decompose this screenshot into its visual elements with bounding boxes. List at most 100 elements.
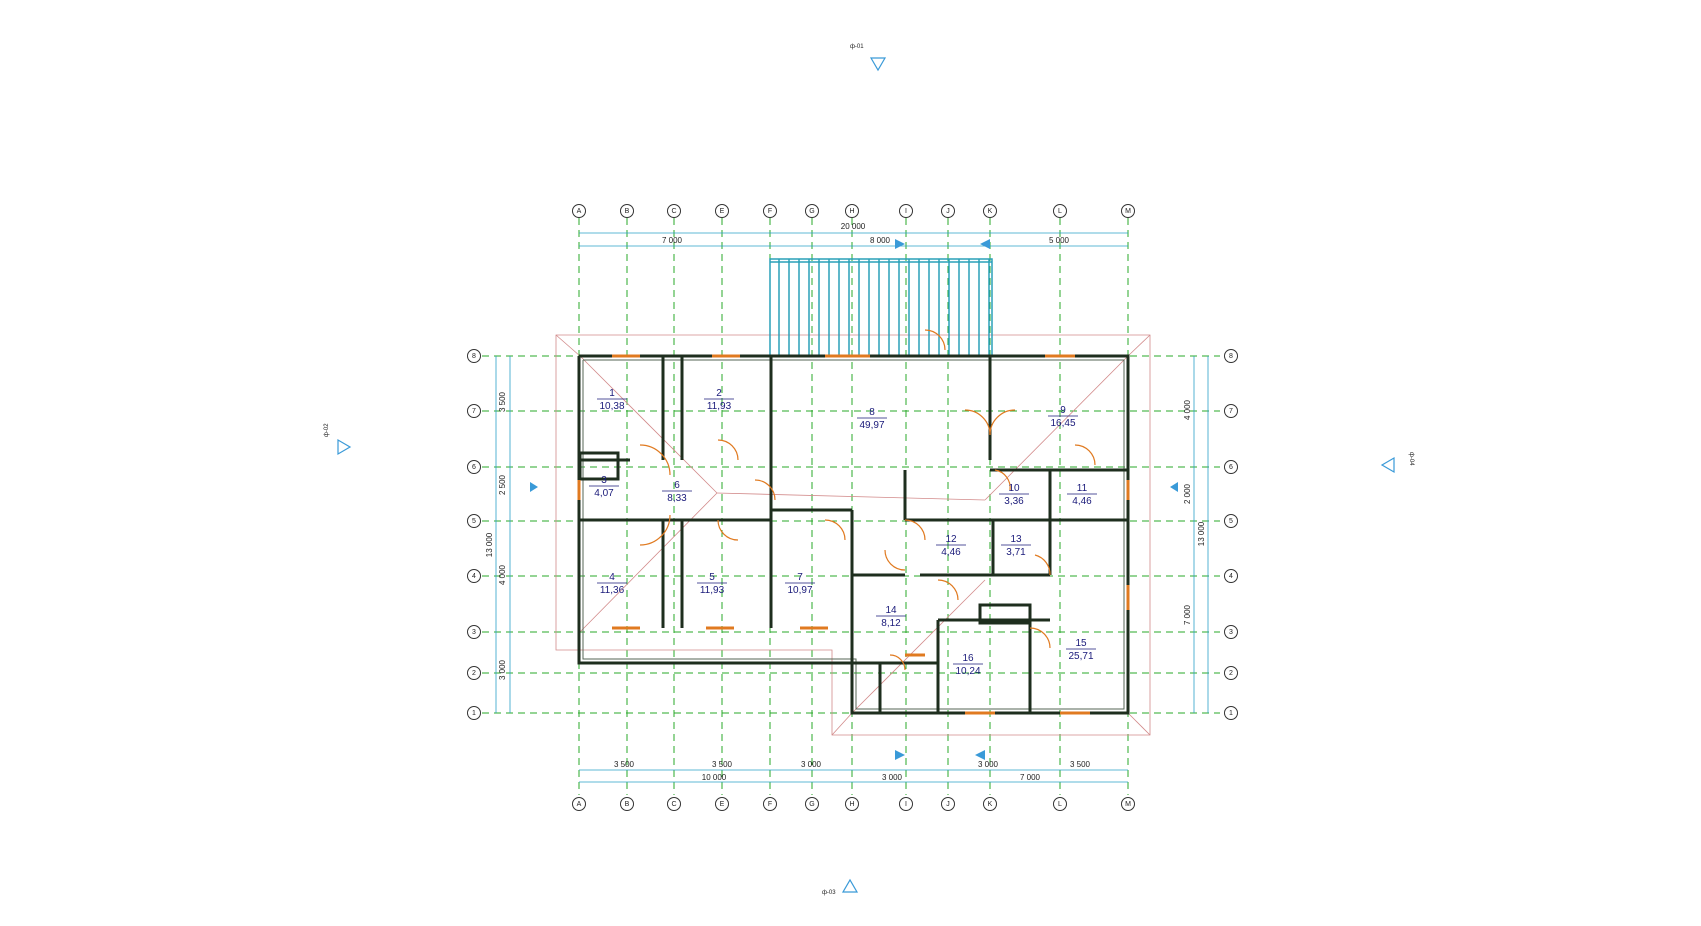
room-area: 3,71 [1006,547,1026,558]
axis-bubble-right-8: 8 [1224,349,1238,363]
room-number: 4 [609,572,615,583]
room-label-2: 211,93 [704,388,734,412]
axis-bubble-left-4: 4 [467,569,481,583]
room-label-11: 114,46 [1067,483,1097,507]
elevation-marker-top [869,57,887,72]
svg-text:6: 6 [1229,464,1233,471]
svg-text:C: C [671,208,676,215]
axis-bubble-bottom-B: B [620,797,634,811]
room-area: 10,97 [787,585,812,596]
room-label-1: 110,38 [597,388,627,412]
svg-text:3: 3 [1229,629,1233,636]
svg-text:G: G [809,801,814,808]
room-area: 10,24 [955,666,980,677]
axis-bubble-left-5: 5 [467,514,481,528]
axis-bubble-top-J: J [941,204,955,218]
svg-text:7: 7 [1229,408,1233,415]
svg-text:M: M [1125,208,1131,215]
section-markers: ф-01 ф-03 ф-02 ф-04 [324,44,1414,896]
room-number: 5 [709,572,715,583]
room-area: 25,71 [1068,651,1093,662]
dim-bottom-segment: 3 000 [801,760,822,769]
section-arrow-right [1170,482,1178,492]
axis-bubble-bottom-I: I [899,797,913,811]
dim-bottom-total: 10 000 [702,773,727,782]
dim-top-segment: 8 000 [870,236,891,245]
svg-text:A: A [577,208,582,215]
svg-text:ф-03: ф-03 [822,890,836,896]
room-label-10: 103,36 [999,483,1029,507]
axis-bubble-top-F: F [763,204,777,218]
dim-bottom-segment: 3 500 [1070,760,1091,769]
section-arrow-top2 [980,239,990,249]
dim-left-segment: 4 000 [498,564,507,585]
axis-bubble-left-1: 1 [467,706,481,720]
room-number: 1 [609,388,615,399]
svg-text:7: 7 [472,408,476,415]
svg-text:F: F [768,208,772,215]
elevation-marker-bottom [841,878,859,893]
svg-text:A: A [577,801,582,808]
axis-bubble-right-3: 3 [1224,625,1238,639]
elevation-marker-left [337,438,352,456]
room-area: 49,97 [859,420,884,431]
dim-bottom-total: 3 000 [882,773,903,782]
axis-bubble-top-G: G [805,204,819,218]
room-number: 11 [1077,483,1088,494]
room-label-4: 411,36 [597,572,627,596]
section-arrow-top [895,239,905,249]
svg-text:L: L [1058,801,1062,808]
svg-text:K: K [988,801,993,808]
svg-text:H: H [849,801,854,808]
axis-bubble-right-1: 1 [1224,706,1238,720]
axis-bubble-top-A: A [572,204,586,218]
axis-bubble-bottom-F: F [763,797,777,811]
room-area: 11,93 [707,401,732,412]
room-area: 10,38 [599,401,624,412]
svg-text:5: 5 [472,518,476,525]
room-label-14: 148,12 [876,605,906,629]
room-number: 2 [716,388,722,399]
axis-bubble-top-E: E [715,204,729,218]
room-label-8: 849,97 [857,407,887,431]
axis-bubble-left-8: 8 [467,349,481,363]
svg-text:ф-04: ф-04 [1408,452,1414,466]
svg-text:E: E [720,801,725,808]
svg-text:B: B [625,208,630,215]
room-number: 7 [797,572,803,583]
dim-top-segment: 7 000 [662,236,683,245]
room-number: 10 [1008,483,1020,494]
svg-text:1: 1 [1229,710,1233,717]
room-number: 14 [885,605,897,616]
svg-text:5: 5 [1229,518,1233,525]
axis-bubble-bottom-J: J [941,797,955,811]
room-number: 15 [1075,638,1087,649]
axis-bubble-bottom-M: M [1121,797,1135,811]
axis-bubble-bottom-A: A [572,797,586,811]
room-number: 6 [674,480,680,491]
room-label-15: 15 25,71 [1066,638,1096,662]
svg-text:M: M [1125,801,1131,808]
svg-text:J: J [946,208,950,215]
room-area: 8,12 [881,618,901,629]
room-area: 8,33 [667,493,687,504]
axis-bubble-bottom-L: L [1053,797,1067,811]
axis-bubble-left-7: 7 [467,404,481,418]
svg-text:6: 6 [472,464,476,471]
svg-text:3: 3 [472,629,476,636]
walls [577,354,1130,715]
svg-text:G: G [809,208,814,215]
room-number: 9 [1060,405,1066,416]
svg-text:ф-01: ф-01 [850,44,864,50]
windows-and-doors [577,329,1130,715]
svg-text:I: I [905,801,907,808]
room-label-3: 34,07 [589,475,619,499]
room-area: 4,46 [941,547,961,558]
room-label-9: 916,45 [1048,405,1078,429]
section-arrow-left [530,482,538,492]
dim-left-segment: 3 500 [498,391,507,412]
room-number: 13 [1010,534,1022,545]
section-arrow-bottom2 [975,750,985,760]
axis-bubble-left-2: 2 [467,666,481,680]
